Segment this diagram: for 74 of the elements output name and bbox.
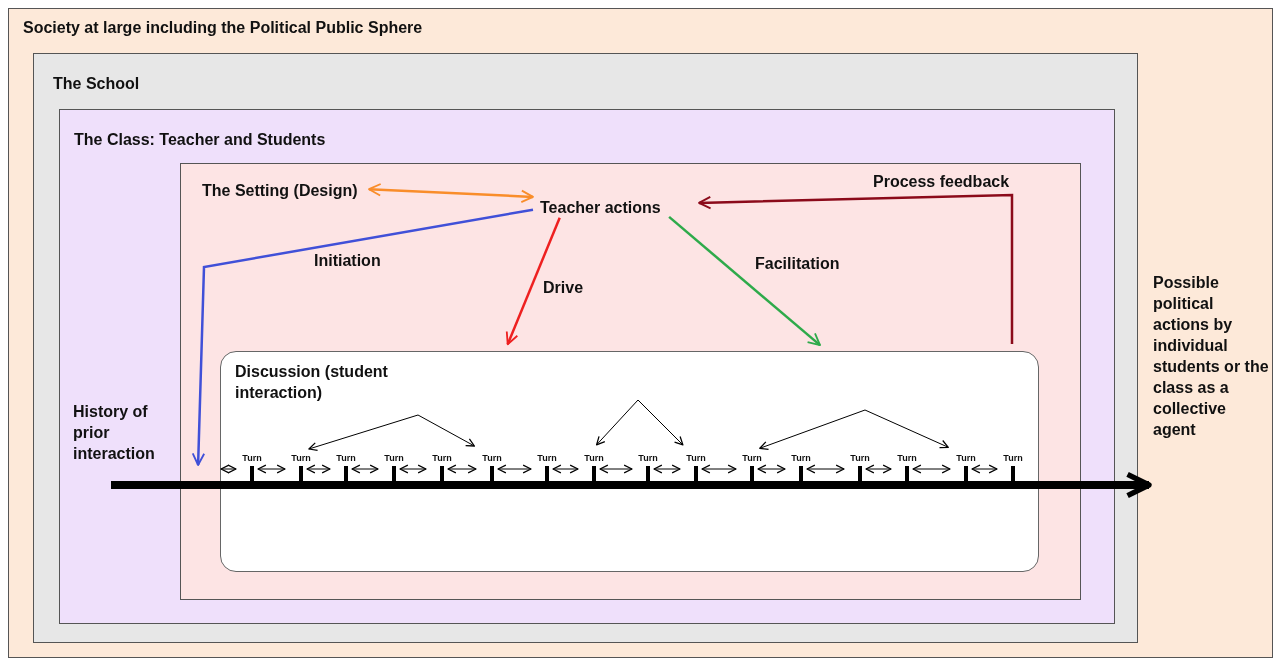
double-arrow bbox=[757, 464, 786, 474]
class-panel bbox=[59, 109, 1115, 624]
teacher-actions-label: Teacher actions bbox=[540, 197, 700, 218]
turn-label: Turn bbox=[291, 452, 311, 464]
turn-label: Turn bbox=[482, 452, 502, 464]
turn-label: Turn bbox=[850, 452, 870, 464]
double-arrow bbox=[447, 464, 477, 474]
double-arrow bbox=[595, 399, 684, 446]
double-arrow bbox=[806, 464, 845, 474]
turn-marker bbox=[432, 452, 452, 483]
turn-marker bbox=[686, 452, 706, 483]
double-arrow bbox=[308, 414, 476, 452]
double-arrow bbox=[220, 464, 237, 474]
double-arrow bbox=[759, 409, 949, 450]
double-arrow bbox=[257, 464, 286, 474]
turn-marker bbox=[242, 452, 262, 483]
panel-heading: Society at large including the Political Public Sphere bbox=[23, 18, 424, 38]
double-arrow bbox=[306, 464, 331, 474]
history-label: History of prior interaction bbox=[73, 401, 173, 464]
double-arrow bbox=[865, 464, 892, 474]
panel-heading: The Setting (Design) bbox=[202, 181, 359, 201]
double-arrow bbox=[399, 464, 427, 474]
turn-label: Turn bbox=[686, 452, 706, 464]
turn-marker bbox=[897, 452, 917, 483]
turn-marker bbox=[956, 452, 976, 483]
turn-marker bbox=[291, 452, 311, 483]
turn-label: Turn bbox=[897, 452, 917, 464]
turn-label: Turn bbox=[638, 452, 658, 464]
outcome-label: Possible political actions by individual students or the class as a collective agent bbox=[1153, 272, 1271, 440]
turn-marker bbox=[791, 452, 811, 483]
discussion-box bbox=[220, 351, 1039, 572]
arrow bbox=[698, 193, 1014, 344]
turn-marker bbox=[742, 452, 762, 483]
double-arrow bbox=[552, 464, 579, 474]
arrow bbox=[368, 183, 534, 203]
turn-marker bbox=[638, 452, 658, 483]
panel-heading: Discussion (student interaction) bbox=[235, 362, 389, 403]
turn-label: Turn bbox=[336, 452, 356, 464]
turn-label: Turn bbox=[384, 452, 404, 464]
turn-label: Turn bbox=[432, 452, 452, 464]
double-arrow bbox=[653, 464, 681, 474]
turn-label: Turn bbox=[584, 452, 604, 464]
turn-marker bbox=[482, 452, 502, 483]
edge-label: Drive bbox=[542, 278, 585, 298]
turn-label: Turn bbox=[1003, 452, 1023, 464]
turn-marker bbox=[336, 452, 356, 483]
arrow bbox=[505, 217, 561, 346]
turn-marker bbox=[1003, 452, 1023, 483]
double-arrow bbox=[351, 464, 379, 474]
double-arrow bbox=[497, 464, 532, 474]
turn-label: Turn bbox=[242, 452, 262, 464]
double-arrow bbox=[701, 464, 737, 474]
arrow bbox=[191, 208, 534, 466]
timeline-arrow bbox=[111, 471, 1152, 499]
double-arrow bbox=[971, 464, 998, 474]
turn-label: Turn bbox=[956, 452, 976, 464]
double-arrow bbox=[912, 464, 951, 474]
edge-label: Facilitation bbox=[754, 254, 841, 274]
turn-marker bbox=[850, 452, 870, 483]
edge-label: Process feedback bbox=[872, 172, 1011, 192]
turn-marker bbox=[384, 452, 404, 483]
edge-label: Initiation bbox=[313, 251, 382, 271]
society-panel bbox=[8, 8, 1273, 658]
arrow bbox=[668, 215, 821, 347]
setting-panel bbox=[180, 163, 1081, 600]
turn-marker bbox=[584, 452, 604, 483]
turn-label: Turn bbox=[742, 452, 762, 464]
panel-heading: The Class: Teacher and Students bbox=[74, 130, 327, 150]
panel-heading: The School bbox=[53, 74, 141, 94]
turn-marker bbox=[537, 452, 557, 483]
school-panel bbox=[33, 53, 1138, 643]
double-arrow bbox=[599, 464, 633, 474]
turn-label: Turn bbox=[791, 452, 811, 464]
turn-label: Turn bbox=[537, 452, 557, 464]
